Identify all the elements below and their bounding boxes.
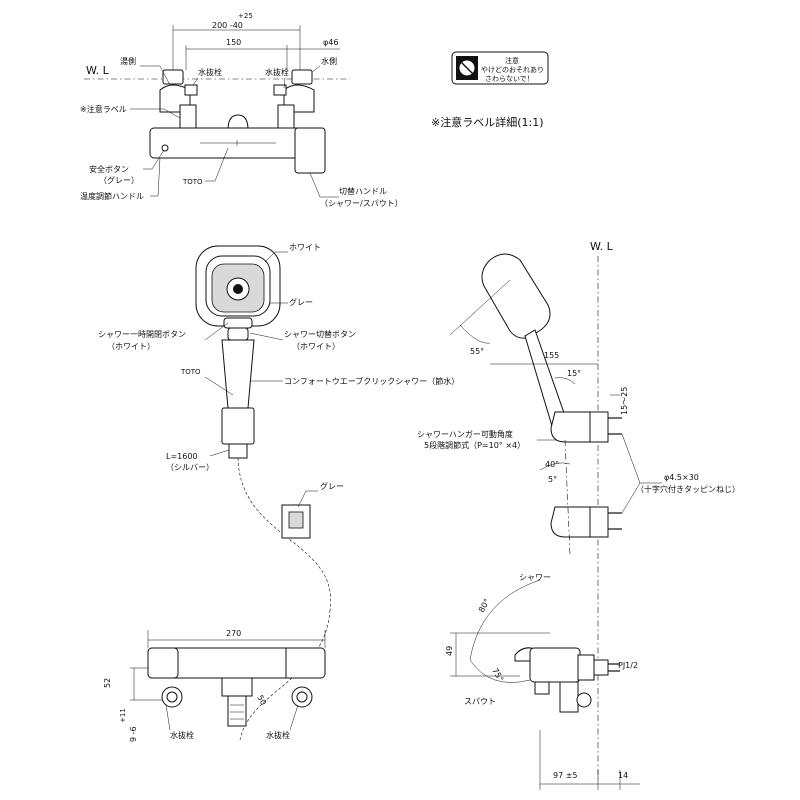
label-safety-button: 安全ボタン: [89, 164, 129, 174]
label-switch-button-color: （ホワイト）: [292, 342, 340, 351]
label-spout: スパウト: [464, 697, 496, 706]
label-switch-handle: 切替ハンドル: [339, 186, 387, 196]
dim-phi46: φ46: [323, 38, 338, 47]
dim-9-6: 9 -6: [129, 726, 138, 742]
angle-5: 5°: [548, 475, 557, 484]
caution-title: 注意: [505, 56, 519, 65]
angle-15: 15°: [567, 369, 581, 378]
dim-plus25: +25: [238, 12, 253, 20]
label-hanger-sub: 5段階調節式（P=10° ×4）: [424, 440, 525, 450]
label-temp-handle: 温度調節ハンドル: [80, 191, 144, 201]
caution-label-detail: 注意 やけどのおそれあり さわらないで！ ※注意ラベル詳細(1:1): [431, 51, 549, 129]
label-white: ホワイト: [289, 243, 321, 252]
caution-caption: ※注意ラベル詳細(1:1): [431, 115, 544, 129]
label-gray: グレー: [289, 297, 313, 307]
label-shower: シャワー: [519, 573, 551, 582]
caution-line2: さわらないで！: [485, 75, 534, 83]
dim-14: 14: [618, 771, 628, 780]
label-toto-head: TOTO: [180, 368, 201, 376]
label-drain-left-top: 水抜栓: [198, 67, 222, 77]
label-switch-button: シャワー切替ボタン: [284, 329, 356, 339]
label-stop-button: シャワー一時開閉ボタン: [98, 330, 186, 339]
dim-50: 50: [255, 694, 268, 707]
shower-head-front: ホワイト グレー シャワー一時開閉ボタン （ホワイト） シャワー切替ボタン （ホ…: [98, 243, 459, 741]
label-gray-part: グレー: [320, 481, 344, 491]
wl-label-side: W. L: [590, 240, 614, 253]
caution-line1: やけどのおそれあり: [481, 66, 544, 74]
wl-label-top: W. L: [86, 64, 110, 77]
angle-55: 55°: [470, 347, 484, 356]
label-hose: L=1600: [166, 452, 198, 461]
dim-plus11: +11: [119, 708, 127, 723]
label-screw-sub: （十字穴付きタッピンねじ）: [636, 484, 740, 494]
label-switch-handle-sub: （シャワー/スパウト）: [320, 199, 403, 208]
label-cold-side: 水側: [321, 56, 337, 66]
bottom-side-view: シャワー 80° 49 75° スパウト PJ1/2 97 ±5 14: [445, 573, 640, 790]
label-caution-label: ※注意ラベル: [80, 104, 127, 114]
dim-150: 150: [226, 38, 241, 47]
dim-155: 155: [544, 351, 559, 360]
label-safety-button-color: （グレー）: [99, 175, 139, 185]
label-toto-top: TOTO: [182, 178, 203, 186]
bottom-view: 270 52 50 +11 9 -6 水抜栓 水抜栓: [103, 629, 326, 742]
label-drain-right-top: 水抜栓: [265, 67, 289, 77]
label-model: コンフォートウエーブクリックシャワー（節水）: [284, 376, 459, 386]
label-hose-color: （シルバー）: [166, 463, 214, 472]
label-hanger: シャワーハンガー可動角度: [417, 429, 513, 439]
dim-270: 270: [226, 629, 241, 638]
top-view: +25 200 -40 150 φ46 W. L 湯側 水抜栓 水抜栓 水側 ※…: [80, 12, 403, 208]
dim-200-40: 200 -40: [212, 21, 243, 30]
side-view: W. L 55° 155 15° 15～25 シャワーハンガー可動角度 5段階調…: [417, 240, 740, 780]
angle-80: 80°: [477, 597, 492, 614]
label-screw: φ4.5×30: [664, 473, 699, 482]
label-pj: PJ1/2: [618, 661, 638, 670]
dim-15-25: 15～25: [620, 387, 629, 415]
label-drain-left-bottom: 水抜栓: [170, 730, 194, 740]
dim-52: 52: [103, 678, 112, 688]
label-hot-side: 湯側: [120, 56, 136, 66]
label-drain-right-bottom: 水抜栓: [266, 730, 290, 740]
angle-75: 75°: [490, 667, 505, 684]
label-stop-button-color: （ホワイト）: [107, 342, 155, 351]
dim-97: 97 ±5: [553, 771, 578, 780]
dim-49: 49: [445, 646, 454, 656]
